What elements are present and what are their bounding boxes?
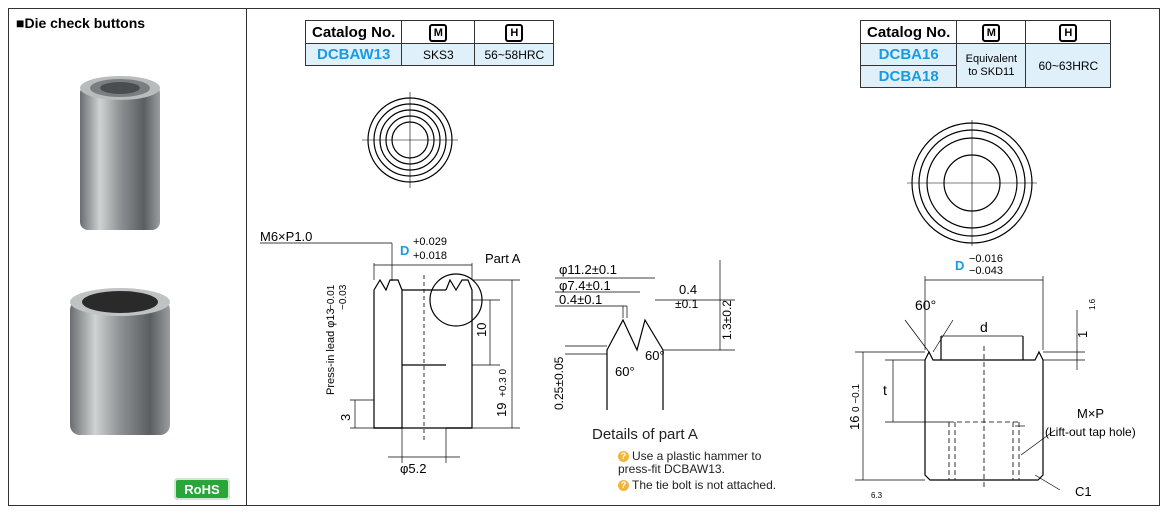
detail-a-drawing: φ11.2±0.1 φ7.4±0.1 0.4±0.1 0.4 ±0.1 1.3±… xyxy=(552,260,735,410)
note-tie-bolt: ?The tie bolt is not attached. xyxy=(618,479,798,492)
surface-finish-1: 1.6 xyxy=(1088,298,1097,310)
hardness-value: 56~58HRC xyxy=(474,43,555,66)
tol-lower: −0.03 xyxy=(338,284,349,310)
spec-table-dcba: Catalog No. M H DCBA16 Equivalent to SKD… xyxy=(859,20,1112,88)
column-divider xyxy=(246,8,247,506)
note-hammer: ?Use a plastic hammer to press-fit DCBAW… xyxy=(618,449,762,476)
rohs-badge: RoHS xyxy=(174,478,230,500)
product-photo-bottom xyxy=(70,288,170,435)
detail-a-caption: Details of part A xyxy=(592,426,698,443)
dim-d-tol-upper: +0.029 xyxy=(413,236,447,248)
hardness-value: 60~63HRC xyxy=(1025,43,1112,88)
dim-d-label: D xyxy=(955,258,964,273)
dim-w04: 0.4±0.1 xyxy=(559,292,602,307)
product-photo-top xyxy=(80,76,160,230)
mxp-label: M×P xyxy=(1077,406,1104,421)
c1-label: C1 xyxy=(1075,484,1092,499)
dim-19-tol: +0.3 0 xyxy=(498,368,509,397)
catalog-number: DCBA18 xyxy=(859,65,958,88)
hint-icon: ? xyxy=(618,480,629,492)
dim-1: 1 xyxy=(1075,331,1090,338)
dim-d-label: D xyxy=(400,243,409,258)
dim-3: 3 xyxy=(338,414,353,421)
dim-phi74: φ7.4±0.1 xyxy=(559,278,611,293)
section-title: ■Die check buttons xyxy=(16,15,146,31)
hardness-header: H xyxy=(474,20,555,44)
hint-icon: ? xyxy=(618,451,629,463)
top-view-dcba xyxy=(907,120,1037,246)
tol-upper: −0.01 xyxy=(326,284,337,310)
material-value: Equivalent to SKD11 xyxy=(956,43,1027,88)
hardness-header: H xyxy=(1025,20,1112,44)
part-a-label: Part A xyxy=(485,251,521,266)
angle-60-right: 60° xyxy=(645,348,665,363)
dim-phi52: φ5.2 xyxy=(400,461,427,475)
catalog-number: DCBA16 xyxy=(859,43,958,66)
surface-finish-2: 6.3 xyxy=(871,491,883,500)
press-in-lead-label: Press-in lead φ13 xyxy=(325,308,337,395)
side-section-dcbaw: M6×P1.0 D +0.029 +0.018 Part A Press-in … xyxy=(260,229,521,475)
angle-60: 60° xyxy=(915,297,936,313)
side-section-dcba: D −0.016 −0.043 60° d t 1 16 0 −0.1 M×P … xyxy=(847,253,1136,500)
dim-16: 16 xyxy=(847,416,862,430)
dim-d-tol-upper: −0.016 xyxy=(969,253,1003,265)
thread-label: M6×P1.0 xyxy=(260,229,312,244)
dim-h025: 0.25±0.05 xyxy=(552,356,566,410)
dim-10: 10 xyxy=(474,323,489,337)
dim-d04: 0.4 xyxy=(679,282,697,297)
catalog-header: Catalog No. xyxy=(859,20,958,44)
angle-60-left: 60° xyxy=(615,364,635,379)
dim-h13: 1.3±0.2 xyxy=(720,300,734,340)
dim-16-tol: 0 −0.1 xyxy=(851,383,862,412)
dim-19: 19 xyxy=(494,403,509,417)
material-header: M xyxy=(956,20,1027,44)
page-frame xyxy=(8,8,1160,506)
dim-d: d xyxy=(980,319,988,335)
lift-out-label: (Lift-out tap hole) xyxy=(1045,425,1136,439)
material-value: SKS3 xyxy=(401,43,476,66)
catalog-number: DCBAW13 xyxy=(304,43,403,66)
dim-d04-tol: ±0.1 xyxy=(675,297,699,311)
top-view-dcbaw xyxy=(362,92,458,188)
dim-d-tol-lower: +0.018 xyxy=(413,250,447,262)
spec-table-dcbaw: Catalog No. M H DCBAW13 SKS3 56~58HRC xyxy=(304,20,555,66)
material-header: M xyxy=(401,20,476,44)
dim-t: t xyxy=(883,382,887,398)
dim-phi112: φ11.2±0.1 xyxy=(559,262,617,277)
catalog-header: Catalog No. xyxy=(304,20,403,44)
dim-d-tol-lower: −0.043 xyxy=(969,265,1003,277)
